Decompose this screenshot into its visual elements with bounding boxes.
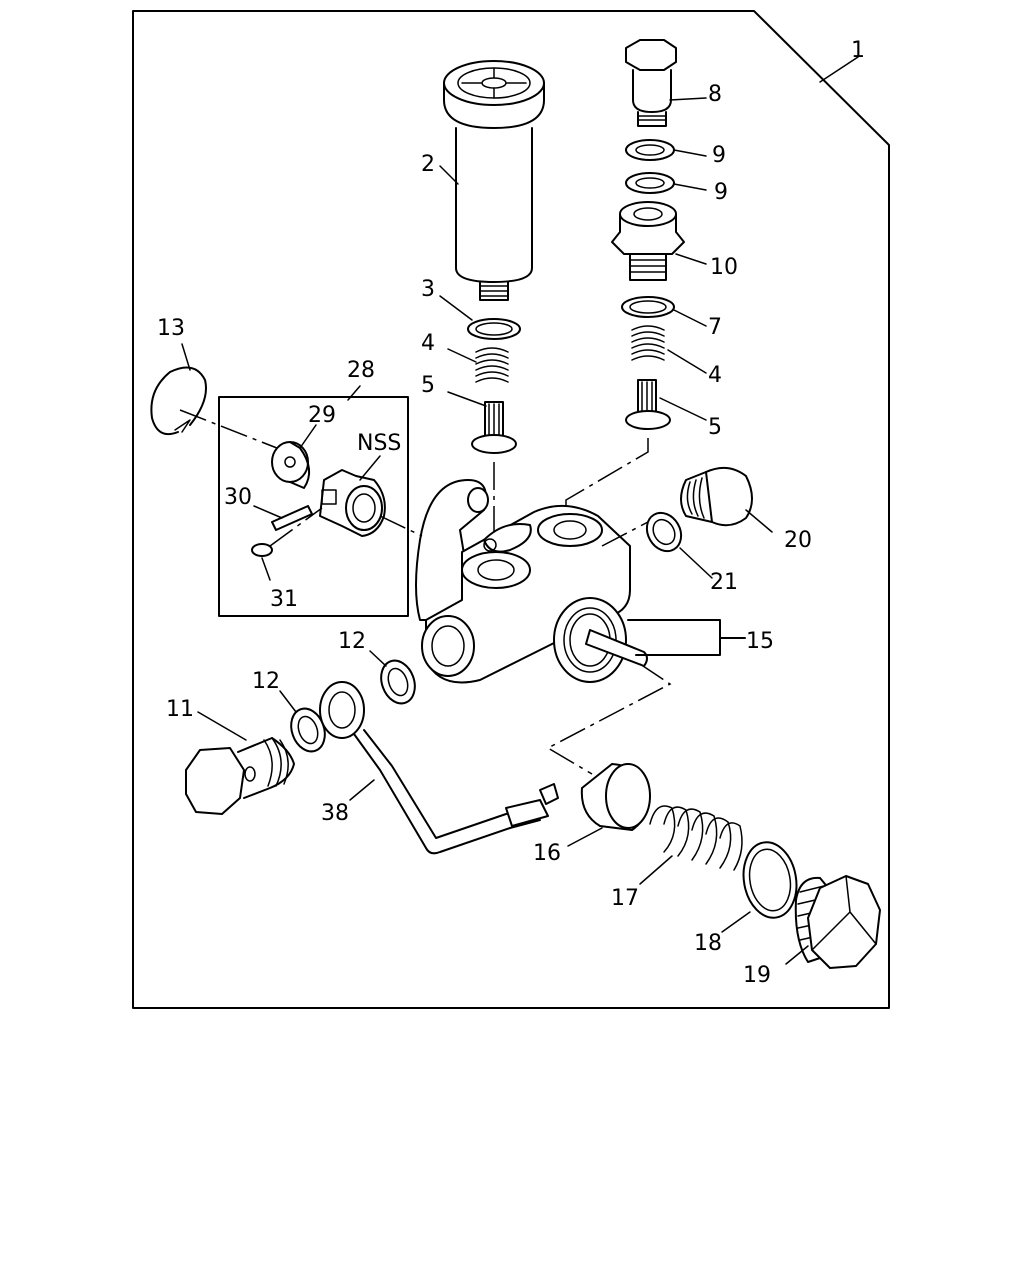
callout-12: 12 xyxy=(252,669,280,694)
callout-labels: 1 2 8 9 9 10 3 7 4 4 5 5 13 28 29 NSS 30… xyxy=(157,38,865,988)
valve-holder xyxy=(611,201,685,281)
copper-washer xyxy=(625,139,675,161)
callout-8: 8 xyxy=(708,82,722,107)
gasket-ring xyxy=(645,511,683,553)
callout-2: 2 xyxy=(421,152,435,177)
callout-15: 15 xyxy=(746,629,774,654)
diagram-frame xyxy=(132,10,890,1009)
spring xyxy=(475,347,509,383)
banjo-bolt xyxy=(625,39,677,127)
callout-5: 5 xyxy=(421,373,435,398)
roller xyxy=(271,441,311,489)
callout-13: 13 xyxy=(157,316,185,341)
gasket-ring xyxy=(742,841,798,919)
callout-nss: NSS xyxy=(357,431,401,456)
hand-primer-pump xyxy=(443,60,545,301)
o-ring xyxy=(467,318,521,340)
callout-38: 38 xyxy=(321,801,349,826)
check-valve xyxy=(471,401,517,454)
snap-ring xyxy=(150,366,207,436)
callout-12: 12 xyxy=(338,629,366,654)
callout-29: 29 xyxy=(308,403,336,428)
plug-screw xyxy=(794,875,881,969)
callout-11: 11 xyxy=(166,697,194,722)
spring xyxy=(631,325,665,361)
piston xyxy=(580,763,651,831)
sub-assembly-frame xyxy=(218,396,409,617)
tappet-pin xyxy=(271,505,313,531)
callout-16: 16 xyxy=(533,841,561,866)
leader-lines xyxy=(181,56,859,965)
feed-pump-body xyxy=(415,479,631,684)
callout-19: 19 xyxy=(743,963,771,988)
plug-screw xyxy=(680,466,753,527)
callout-17: 17 xyxy=(611,886,639,911)
callout-21: 21 xyxy=(710,570,738,595)
callout-20: 20 xyxy=(784,528,812,553)
callout-9: 9 xyxy=(714,180,728,205)
retaining-clip xyxy=(251,543,273,557)
callout-9: 9 xyxy=(712,143,726,168)
check-valve xyxy=(625,379,671,430)
callout-3: 3 xyxy=(421,277,435,302)
callout-31: 31 xyxy=(270,587,298,612)
callout-4: 4 xyxy=(421,331,435,356)
tappet xyxy=(319,469,386,537)
copper-washer xyxy=(625,172,675,194)
callout-7: 7 xyxy=(708,315,722,340)
callout-10: 10 xyxy=(710,255,738,280)
fuel-pipe xyxy=(319,681,559,855)
callout-5: 5 xyxy=(708,415,722,440)
callout-28: 28 xyxy=(347,358,375,383)
callout-18: 18 xyxy=(694,931,722,956)
eye-bolt xyxy=(185,737,295,815)
sealing-washer xyxy=(380,659,416,705)
return-spring xyxy=(649,805,743,871)
o-ring xyxy=(621,296,675,318)
callout-1: 1 xyxy=(851,38,865,63)
callout-4: 4 xyxy=(708,363,722,388)
callout-30: 30 xyxy=(224,485,252,510)
